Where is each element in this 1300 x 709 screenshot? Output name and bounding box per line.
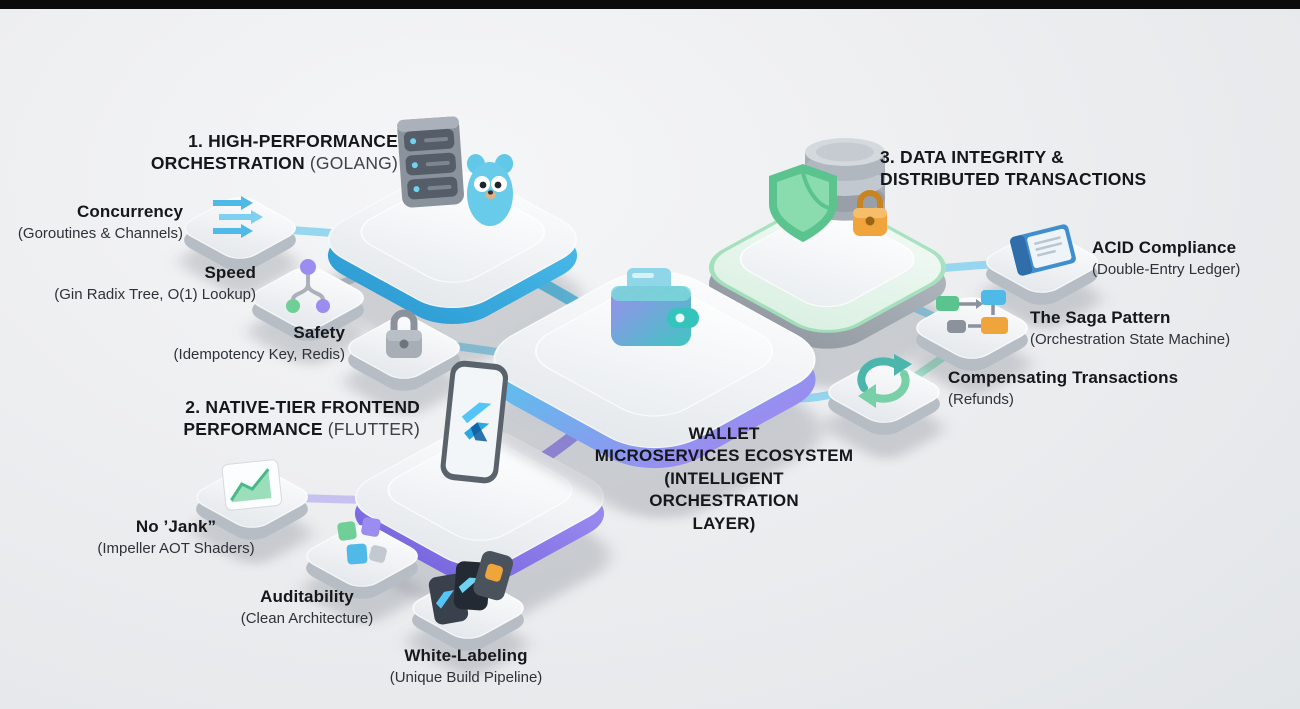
heading-line2-light: (GOLANG) (309, 153, 398, 174)
heading-line2-bold: ORCHESTRATION (150, 153, 305, 174)
section-heading-flutter: 2. NATIVE-TIER FRONTEND PERFORMANCE (FLU… (183, 396, 420, 441)
ledger-book-icon (1005, 220, 1081, 285)
item-label: Auditability (260, 587, 354, 606)
heading-line2-bold: PERFORMANCE (183, 419, 323, 440)
item-saga-pattern: The Saga Pattern (Orchestration State Ma… (1030, 307, 1230, 350)
radix-branch-icon (281, 258, 335, 321)
item-sublabel: (Idempotency Key, Redis) (173, 346, 345, 364)
section-heading-data-integrity: 3. DATA INTEGRITY & DISTRIBUTED TRANSACT… (880, 146, 1146, 191)
heading-line2: DISTRIBUTED TRANSACTIONS (880, 169, 1147, 190)
server-with-gopher-icon (382, 112, 522, 235)
item-auditability: Auditability (Clean Architecture) (167, 586, 447, 629)
circular-arrows-icon (850, 350, 918, 415)
database-shield-lock-icon (753, 128, 905, 271)
heading-line1: 2. NATIVE-TIER FRONTEND (185, 397, 420, 417)
heading-line1: 3. DATA INTEGRITY & (880, 147, 1064, 167)
item-sublabel: (Unique Build Pipeline) (389, 669, 543, 687)
section-heading-golang: 1. HIGH-PERFORMANCE ORCHESTRATION (GOLAN… (151, 130, 398, 175)
top-letterbox-bar (0, 0, 1300, 9)
item-sublabel: (Clean Architecture) (240, 610, 374, 628)
item-sublabel: (Impeller AOT Shaders) (97, 540, 255, 558)
architecture-blocks-icon (332, 516, 392, 579)
item-no-jank: No ’Jank” (Impeller AOT Shaders) (36, 516, 316, 559)
shader-chart-icon (220, 458, 284, 519)
state-machine-icon (934, 286, 1012, 353)
stacked-apps-icon (425, 548, 514, 633)
wallet-icon (597, 262, 707, 367)
heading-line2-light: (FLUTTER) (327, 419, 420, 440)
hub-title: WALLET MICROSERVICES ECOSYSTEM (INTELLIG… (592, 423, 856, 535)
item-label: White-Labeling (404, 646, 528, 665)
item-white-labeling: White-Labeling (Unique Build Pipeline) (326, 645, 606, 688)
hub-title-line3: (INTELLIGENT ORCHESTRATION (649, 468, 799, 511)
item-label: No ’Jank” (135, 517, 217, 536)
item-sublabel: (Double-Entry Ledger) (1092, 261, 1241, 279)
item-speed: Speed (Gin Radix Tree, O(1) Lookup) (54, 262, 256, 305)
item-acid-compliance: ACID Compliance (Double-Entry Ledger) (1092, 237, 1240, 280)
parallel-arrows-icon (211, 196, 269, 247)
item-label: The Saga Pattern (1030, 308, 1171, 327)
padlock-icon (381, 308, 427, 367)
hub-title-line4: LAYER) (692, 513, 756, 533)
item-label: Concurrency (77, 202, 183, 221)
phone-flutter-icon (424, 358, 524, 497)
item-label: Speed (204, 263, 256, 282)
hub-title-line2: MICROSERVICES ECOSYSTEM (594, 446, 854, 466)
item-sublabel: (Goroutines & Channels) (17, 225, 183, 243)
item-concurrency: Concurrency (Goroutines & Channels) (18, 201, 183, 244)
item-compensating-transactions: Compensating Transactions (Refunds) (948, 367, 1178, 410)
heading-line1: 1. HIGH-PERFORMANCE (188, 131, 398, 151)
item-label: Safety (293, 323, 345, 342)
item-safety: Safety (Idempotency Key, Redis) (174, 322, 345, 365)
item-label: Compensating Transactions (948, 368, 1179, 387)
item-sublabel: (Refunds) (948, 391, 1014, 409)
item-label: ACID Compliance (1092, 238, 1237, 257)
item-sublabel: (Orchestration State Machine) (1030, 331, 1231, 349)
item-sublabel: (Gin Radix Tree, O(1) Lookup) (54, 286, 256, 304)
hub-title-line1: WALLET (688, 424, 760, 443)
